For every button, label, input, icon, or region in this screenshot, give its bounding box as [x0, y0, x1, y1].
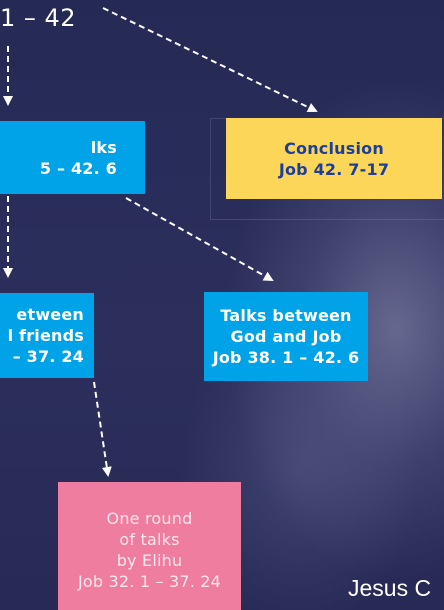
- arrow-top-to-conclusion: [102, 7, 318, 113]
- talks-box-line1: lks: [90, 137, 117, 157]
- conclusion-box-reference: Job 42. 7-17: [278, 159, 390, 179]
- conclusion-box: Conclusion Job 42. 7-17: [226, 118, 442, 199]
- arrow-friends-to-elihu: [93, 381, 112, 477]
- god-job-talks-box: Talks between God and Job Job 38. 1 – 42…: [204, 292, 368, 381]
- friends-talks-box: etween l friends – 37. 24: [0, 293, 94, 378]
- god-job-box-line2: God and Job: [230, 327, 342, 346]
- god-job-box-line1: Talks between: [220, 306, 352, 325]
- god-job-box-line3: Job 38. 1 – 42. 6: [212, 348, 360, 367]
- friends-box-line1: etween: [16, 305, 84, 324]
- elihu-talks-box: One round of talks by Elihu Job 32. 1 – …: [58, 482, 241, 610]
- friends-box-line3: – 37. 24: [12, 347, 84, 366]
- conclusion-box-title: Conclusion: [284, 138, 384, 158]
- caption-text: Jesus C: [348, 575, 432, 601]
- elihu-box-line1: One round: [106, 509, 193, 528]
- talks-box-line2: 5 – 42. 6: [39, 158, 117, 178]
- elihu-box-line3: by Elihu: [116, 551, 183, 570]
- top-reference: 1 – 42: [0, 4, 77, 32]
- talks-box: lks 5 – 42. 6: [0, 121, 145, 194]
- arrow-talks-to-god-job: [125, 197, 274, 281]
- friends-box-line2: l friends: [7, 326, 84, 345]
- elihu-box-line4: Job 32. 1 – 37. 24: [77, 572, 222, 591]
- elihu-box-line2: of talks: [119, 530, 180, 549]
